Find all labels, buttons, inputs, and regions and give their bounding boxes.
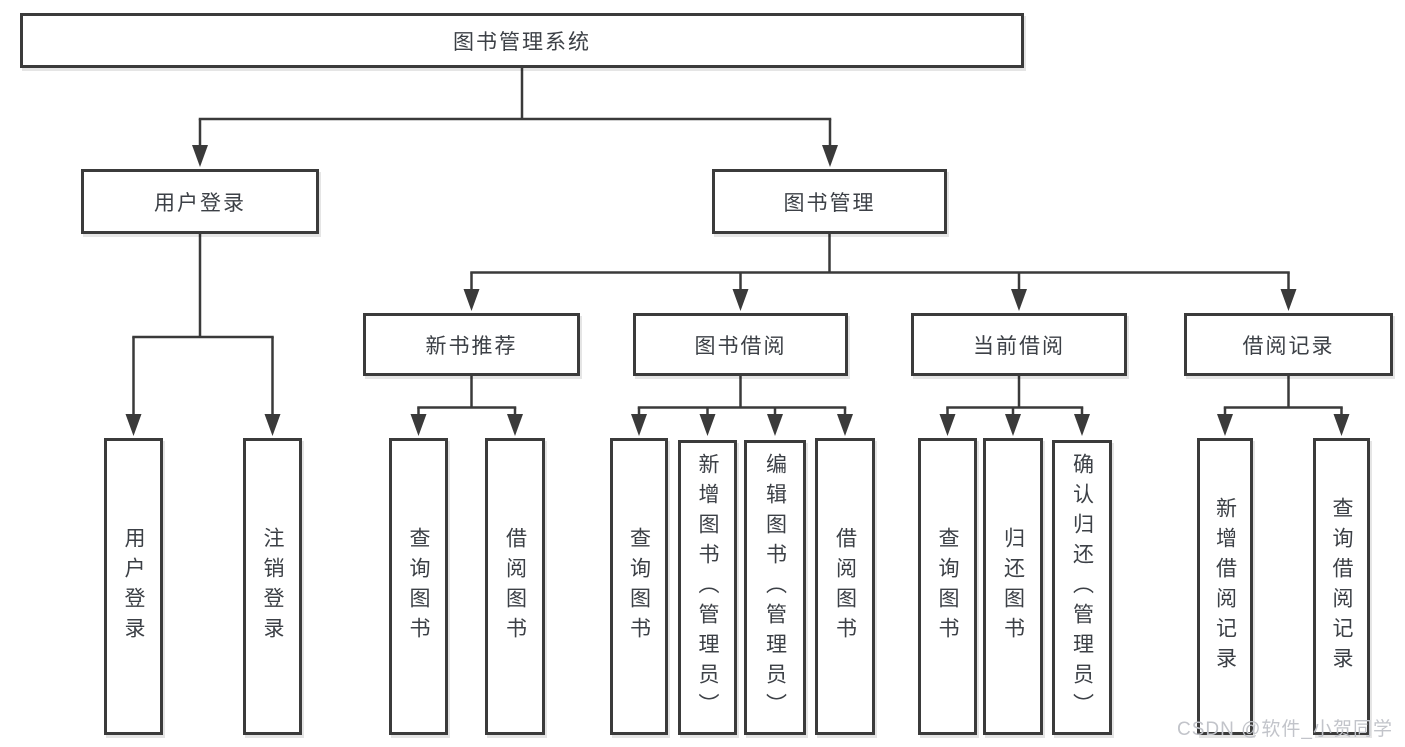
node-borrow-records: 借阅记录 (1184, 313, 1393, 376)
leaf-query-books-current-label: 查询图书 (936, 526, 959, 647)
leaf-add-borrow-record: 新增借阅记录 (1197, 438, 1253, 735)
leaf-borrow-books-label: 借阅图书 (833, 526, 857, 647)
node-root-system: 图书管理系统 (20, 13, 1024, 68)
node-book-borrow-label: 图书借阅 (694, 334, 787, 358)
node-book-management-label: 图书管理 (783, 191, 876, 215)
leaf-user-login-label: 用户登录 (122, 526, 145, 647)
leaf-query-borrow-record: 查询借阅记录 (1313, 438, 1370, 735)
leaf-logout: 注销登录 (243, 438, 302, 735)
csdn-watermark: CSDN @软件_小贺同学 (1177, 719, 1393, 740)
leaf-query-books-borrow-label: 查询图书 (627, 526, 651, 647)
leaf-confirm-return-admin: 确认归还（管理员） (1052, 440, 1112, 735)
leaf-borrow-books: 借阅图书 (815, 438, 875, 735)
node-current-borrow: 当前借阅 (911, 313, 1127, 376)
leaf-add-books-admin-label: 新增图书（管理员） (696, 452, 719, 723)
leaf-add-borrow-record-label: 新增借阅记录 (1213, 496, 1237, 677)
leaf-logout-label: 注销登录 (261, 526, 284, 647)
node-book-borrow: 图书借阅 (633, 313, 848, 376)
leaf-return-books-label: 归还图书 (1001, 526, 1025, 647)
node-borrow-records-label: 借阅记录 (1242, 334, 1335, 358)
leaf-add-books-admin: 新增图书（管理员） (678, 440, 737, 735)
node-new-book-recommend: 新书推荐 (363, 313, 580, 376)
node-book-management: 图书管理 (712, 169, 947, 234)
leaf-query-books-current: 查询图书 (918, 438, 977, 735)
leaf-edit-books-admin-label: 编辑图书（管理员） (763, 452, 787, 723)
leaf-confirm-return-admin-label: 确认归还（管理员） (1070, 452, 1094, 723)
node-user-login-label: 用户登录 (154, 191, 246, 215)
leaf-user-login: 用户登录 (104, 438, 163, 735)
leaf-borrow-books-recommend-label: 借阅图书 (503, 526, 527, 647)
node-current-borrow-label: 当前借阅 (973, 334, 1065, 358)
node-root-label: 图书管理系统 (453, 30, 591, 54)
leaf-query-books-recommend-label: 查询图书 (407, 526, 430, 647)
node-user-login: 用户登录 (81, 169, 319, 234)
leaf-borrow-books-recommend: 借阅图书 (485, 438, 545, 735)
leaf-return-books: 归还图书 (983, 438, 1043, 735)
node-new-book-recommend-label: 新书推荐 (425, 334, 518, 358)
leaf-query-books-recommend: 查询图书 (389, 438, 448, 735)
leaf-query-books-borrow: 查询图书 (610, 438, 668, 735)
leaf-edit-books-admin: 编辑图书（管理员） (744, 440, 806, 735)
leaf-query-borrow-record-label: 查询借阅记录 (1330, 496, 1353, 677)
